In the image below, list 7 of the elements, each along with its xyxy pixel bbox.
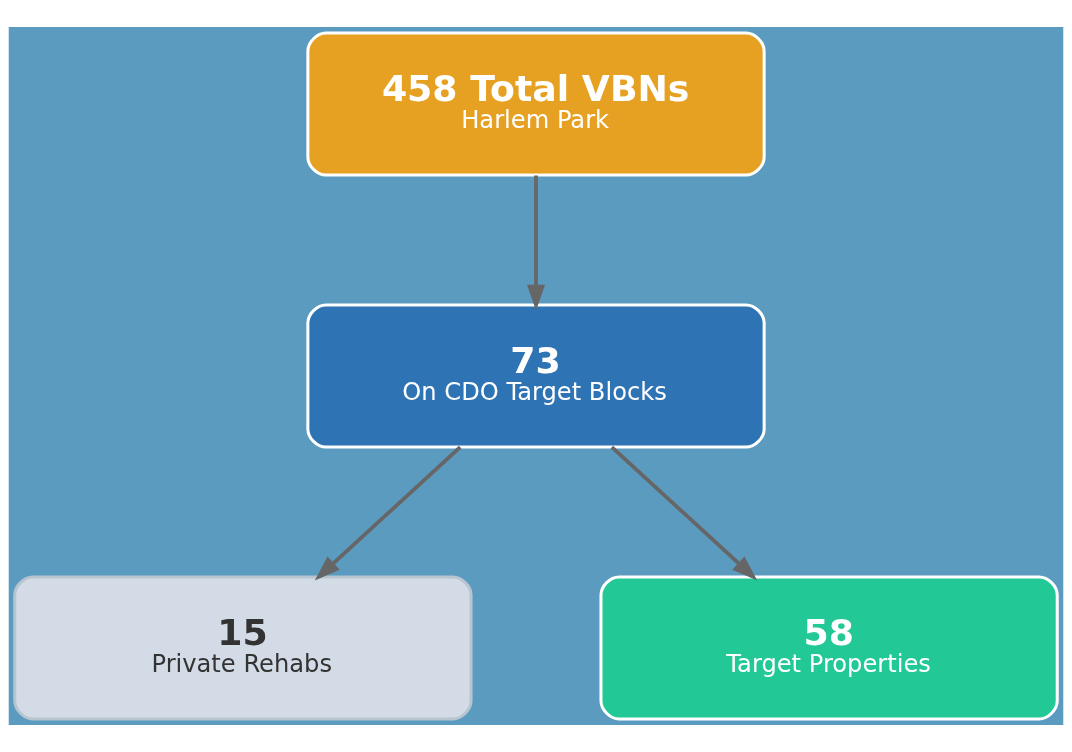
- node-box: 15 Private Rehabs: [13, 575, 473, 721]
- arrow: [314, 445, 462, 581]
- arrow: [527, 175, 545, 311]
- node-box: 58 Target Properties: [599, 575, 1059, 721]
- arrow: [610, 445, 758, 581]
- node-box: 73 On CDO Target Blocks: [306, 303, 766, 449]
- node-box: 458 Total VBNs Harlem Park: [306, 31, 766, 177]
